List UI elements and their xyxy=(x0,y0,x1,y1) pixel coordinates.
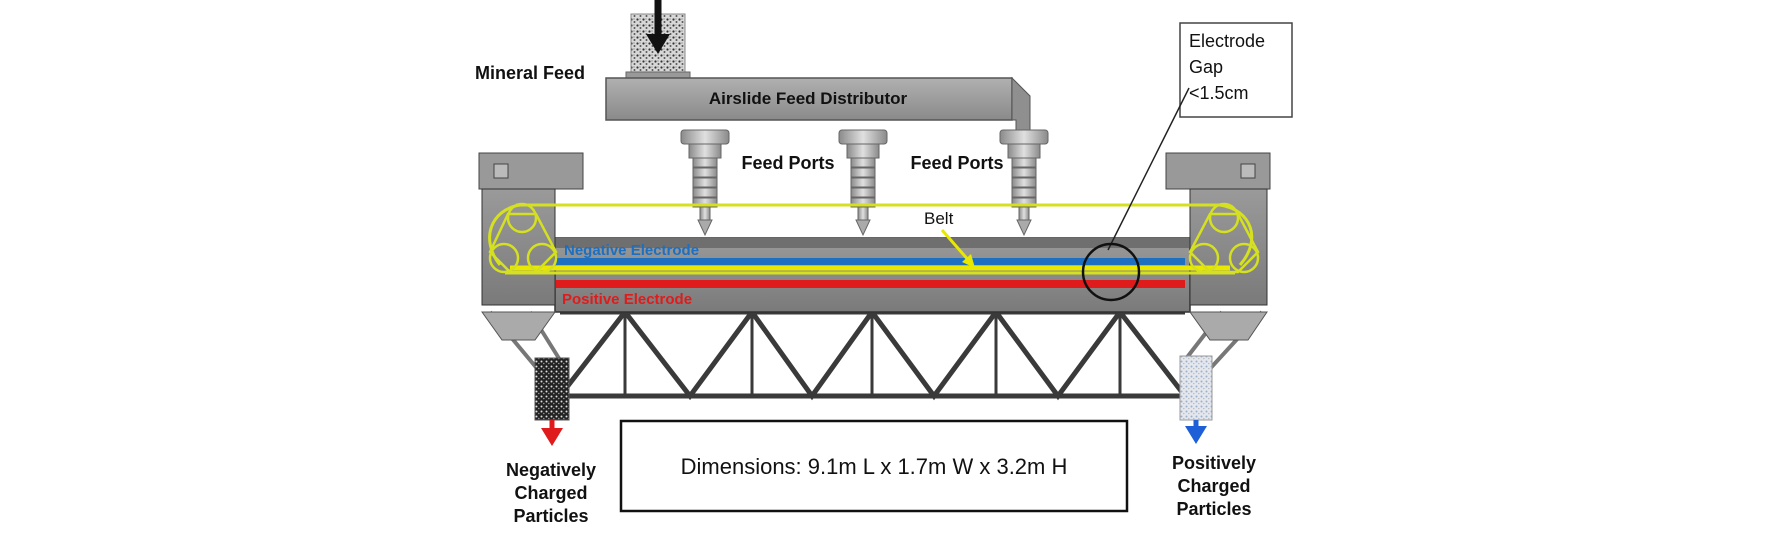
negative-particles-line1: Negatively xyxy=(506,460,596,480)
mineral-feed-hopper xyxy=(625,0,691,83)
negative-discharge xyxy=(534,357,570,446)
dimensions-label: Dimensions: 9.1m L x 1.7m W x 3.2m H xyxy=(681,454,1068,479)
feed-ports-label-2: Feed Ports xyxy=(910,153,1003,173)
electrode-gap-callout xyxy=(1179,22,1293,118)
negative-particles-line3: Particles xyxy=(513,506,588,526)
electrode-gap-line1: Electrode xyxy=(1189,31,1265,51)
feed-port-right xyxy=(999,129,1049,237)
truss-support xyxy=(558,307,1187,401)
belt xyxy=(488,203,1254,275)
negative-electrode xyxy=(556,258,1185,265)
positive-particles-line2: Charged xyxy=(1177,476,1250,496)
positive-particles-line3: Particles xyxy=(1176,499,1251,519)
positive-down-arrow-icon xyxy=(1185,426,1207,444)
belt-pointer xyxy=(940,229,975,268)
negative-particles-line2: Charged xyxy=(514,483,587,503)
positive-particles-line1: Positively xyxy=(1172,453,1256,473)
positive-electrode-label: Positive Electrode xyxy=(562,291,692,308)
left-end-housing xyxy=(478,152,584,341)
right-rollers xyxy=(1188,202,1260,274)
electrode-gap-line2: Gap xyxy=(1189,57,1223,77)
gap-leader-line xyxy=(1107,87,1190,251)
distributor-label: Airslide Feed Distributor xyxy=(709,89,908,108)
left-rollers xyxy=(488,202,558,274)
belt-label: Belt xyxy=(924,209,954,228)
airslide-feed-distributor xyxy=(605,76,1031,131)
gap-highlight-circle xyxy=(1081,242,1141,302)
feed-port-left xyxy=(680,129,730,237)
mineral-feed-label: Mineral Feed xyxy=(475,63,585,83)
positive-discharge xyxy=(1179,355,1213,444)
negative-down-arrow-icon xyxy=(541,428,563,446)
dimensions-box xyxy=(619,419,1129,513)
electrode-gap-line3: <1.5cm xyxy=(1189,83,1249,103)
feed-arrow-icon xyxy=(646,34,670,54)
positive-electrode xyxy=(556,280,1185,288)
feed-ports-label-1: Feed Ports xyxy=(741,153,834,173)
negative-electrode-label: Negative Electrode xyxy=(564,242,699,259)
feed-port-middle xyxy=(838,129,888,237)
